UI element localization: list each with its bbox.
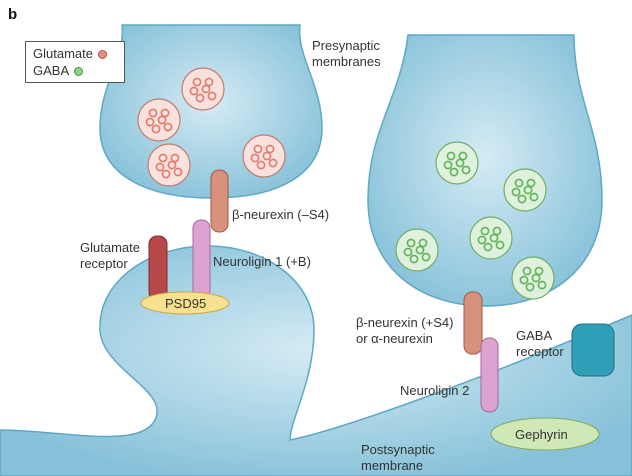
gaba-vesicle-dot xyxy=(492,226,502,236)
gaba-vesicle-dot xyxy=(534,266,544,276)
gaba-vesicle-dot xyxy=(449,167,459,177)
legend-label-gaba: GABA xyxy=(33,63,70,78)
glutamate-vesicle-dot xyxy=(158,153,168,163)
presynaptic-label-line2: membranes xyxy=(312,54,381,69)
glutamate-vesicle-dot xyxy=(160,108,170,118)
legend-item-glutamate: Glutamate xyxy=(33,46,107,61)
gaba-vesicle-dot xyxy=(529,192,539,202)
gaba-vesicle-dot xyxy=(477,235,487,245)
legend: Glutamate GABA xyxy=(25,41,125,83)
glutamate-vesicle-dot xyxy=(201,84,211,94)
glutamate-vesicle-dot xyxy=(145,117,155,127)
glutamate-vesicle-dot xyxy=(155,162,165,172)
gaba-vesicle-dot xyxy=(522,266,532,276)
gaba-vesicle-dot xyxy=(531,273,541,283)
glutamate-vesicle-dot xyxy=(204,77,214,87)
glutamate-vesicle-dot xyxy=(192,77,202,87)
neuroligin-1-label: Neuroligin 1 (+B) xyxy=(213,254,311,269)
gaba-vesicle-dot xyxy=(511,187,521,197)
beta-neurexin-plus-label-line2: or α-neurexin xyxy=(356,331,433,346)
neuroligin-1 xyxy=(192,219,211,299)
gaba-vesicle-dot xyxy=(519,275,529,285)
postsynaptic-label-line2: membrane xyxy=(361,458,424,473)
gaba-receptor xyxy=(571,323,615,377)
glutamate-vesicle-dot xyxy=(167,160,177,170)
gephyrin xyxy=(490,417,600,451)
beta-neurexin-plus-label-line1: β-neurexin (+S4) xyxy=(356,315,454,330)
beta-neurexin-minus-label: β-neurexin (–S4) xyxy=(232,207,330,222)
glutamate-vesicle-dot xyxy=(262,151,272,161)
gaba-vesicle-dot xyxy=(455,158,465,168)
gaba-vesicle-dot xyxy=(406,238,416,248)
glutamate-vesicle-dot xyxy=(163,122,173,132)
gaba-vesicle-dot xyxy=(403,247,413,257)
beta-neurexin-plus-s4 xyxy=(463,291,483,355)
gaba-vesicle-dot xyxy=(443,160,453,170)
glutamate-vesicle-dot xyxy=(173,167,183,177)
gaba-vesicle-dot xyxy=(421,252,431,262)
gaba-vesicle-dot xyxy=(483,242,493,252)
gaba-vesicle-dot xyxy=(446,151,456,161)
glutamate-vesicle-dot xyxy=(265,144,275,154)
gaba-vesicle-dot xyxy=(461,165,471,175)
glutamate-vesicle-dot xyxy=(195,93,205,103)
glutamate-receptor xyxy=(148,235,168,301)
gaba-vesicle-dot xyxy=(537,280,547,290)
gaba-vesicle-dot xyxy=(514,178,524,188)
glutamate-vesicle-dot xyxy=(189,86,199,96)
glutamate-vesicle-dot xyxy=(170,153,180,163)
gaba-vesicle-dot xyxy=(409,254,419,264)
beta-neurexin-minus-s4 xyxy=(210,169,229,233)
gephyrin-label: Gephyrin xyxy=(515,427,568,442)
glutamate-vesicle-dot xyxy=(268,158,278,168)
legend-label-glutamate: Glutamate xyxy=(33,46,93,61)
glutamate-vesicle-dot xyxy=(207,91,217,101)
gaba-vesicle-dot xyxy=(415,245,425,255)
gaba-vesicle-dot xyxy=(458,151,468,161)
glutamate-vesicle-dot xyxy=(256,160,266,170)
glutamate-vesicle-dot xyxy=(253,144,263,154)
gaba-vesicle-dot xyxy=(480,226,490,236)
glutamate-vesicle-dot xyxy=(148,108,158,118)
glutamate-vesicle-dot xyxy=(151,124,161,134)
left-presynaptic-terminal xyxy=(99,24,323,199)
psd95 xyxy=(140,291,230,315)
glutamate-vesicle-dot xyxy=(250,153,260,163)
gaba-vesicle-dot xyxy=(523,185,533,195)
postsynaptic-label-line1: Postsynaptic xyxy=(361,442,435,457)
presynaptic-label-line1: Presynaptic xyxy=(312,38,380,53)
gaba-receptor-label-line2: receptor xyxy=(516,344,564,359)
gaba-receptor-label-line1: GABA xyxy=(516,328,553,343)
panel-letter: b xyxy=(8,6,18,23)
gaba-vesicle-dot xyxy=(526,178,536,188)
neuroligin-2 xyxy=(480,337,499,413)
legend-item-gaba: GABA xyxy=(33,63,84,78)
glutamate-receptor-label-line1: Glutamate xyxy=(80,240,140,255)
glutamate-vesicle-dot xyxy=(161,169,171,179)
gaba-vesicle-dot xyxy=(418,238,428,248)
glutamate-receptor-label-line2: receptor xyxy=(80,256,128,271)
gaba-dot-icon xyxy=(74,67,84,77)
glutamate-dot-icon xyxy=(97,50,107,60)
psd95-label: PSD95 xyxy=(165,296,207,311)
neuroligin-2-label: Neuroligin 2 xyxy=(400,383,470,398)
gaba-vesicle-dot xyxy=(517,194,527,204)
gaba-vesicle-dot xyxy=(525,282,535,292)
gaba-vesicle-dot xyxy=(489,233,499,243)
gaba-vesicle-dot xyxy=(495,240,505,250)
glutamate-vesicle-dot xyxy=(157,115,167,125)
